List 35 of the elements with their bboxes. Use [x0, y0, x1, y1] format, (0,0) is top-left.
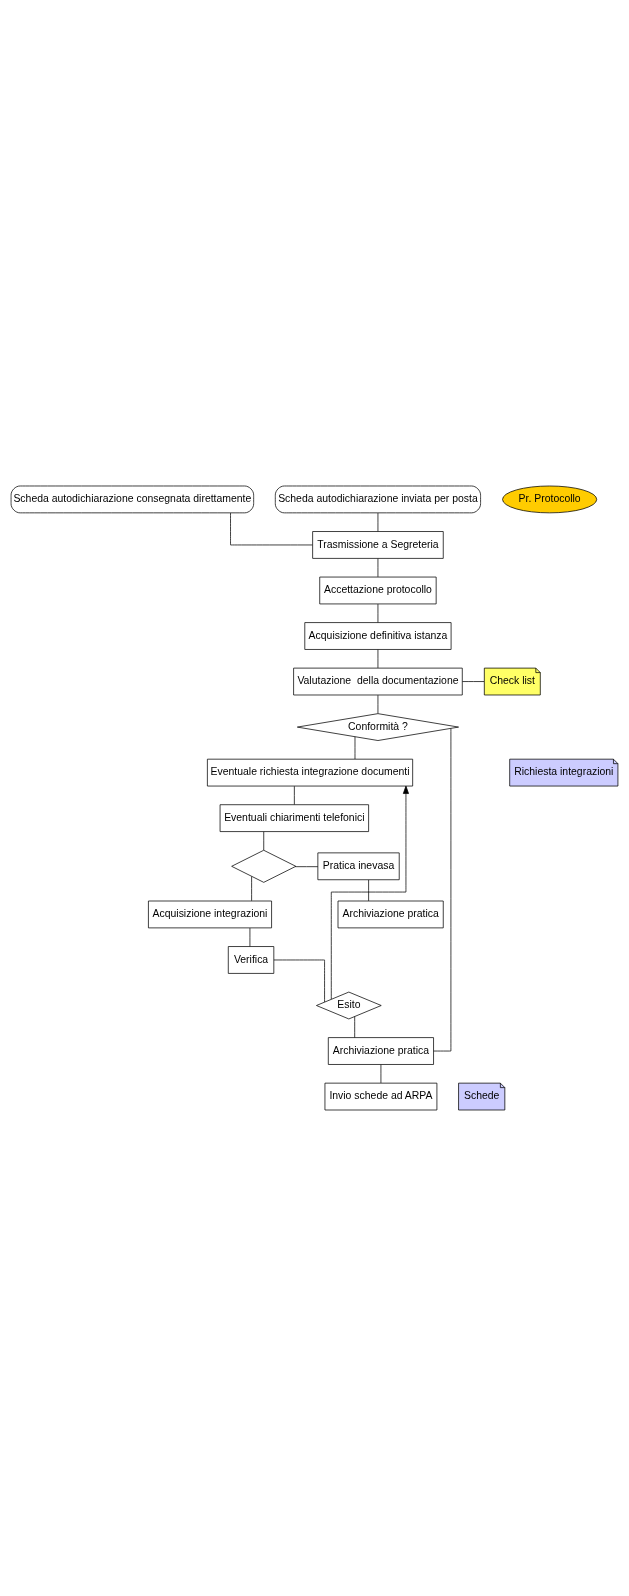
node-box: Eventuali chiarimenti telefonici [219, 804, 369, 832]
node-box: Accettazione protocollo [319, 576, 437, 605]
node-box: Pratica inevasa [317, 852, 400, 881]
connector [462, 681, 485, 682]
node-box: Eventuale richiesta integrazione documenti [207, 758, 414, 787]
connector [293, 785, 295, 805]
node-box: Archiviazione pratica [327, 1037, 434, 1065]
connector [377, 558, 379, 578]
node-box: Acquisizione integrazioni [148, 900, 272, 929]
connector [380, 1064, 382, 1084]
node-box: Verifica [227, 946, 275, 974]
connector [377, 512, 379, 532]
node-box: Invio schede ad ARPA [324, 1082, 438, 1111]
arrow [330, 785, 409, 1000]
node-box: Scheda autodichiarazione inviata per posta [274, 485, 481, 514]
connector [273, 959, 325, 1003]
node-ellipse: Pr. Protocollo [502, 485, 598, 514]
connector [294, 866, 319, 868]
connector [368, 879, 369, 902]
connector [354, 736, 356, 760]
connector [354, 1016, 356, 1038]
connector [249, 927, 251, 947]
node-diamond [231, 849, 297, 883]
node-box: Scheda autodichiarazione consegnata direttamente [10, 485, 255, 514]
node-diamond: Esito [316, 991, 382, 1020]
node-box: Valutazione della documentazione [293, 667, 463, 696]
connector [377, 603, 379, 623]
connector [263, 831, 265, 851]
node-box: Archiviazione pratica [337, 900, 444, 929]
node-box: Trasmissione a Segreteria [312, 531, 444, 559]
node-box: Acquisizione definitiva istanza [304, 622, 452, 650]
node-diamond: Conformità ? [296, 713, 459, 741]
connector [230, 512, 313, 546]
connector [251, 876, 252, 902]
connector [377, 649, 379, 669]
